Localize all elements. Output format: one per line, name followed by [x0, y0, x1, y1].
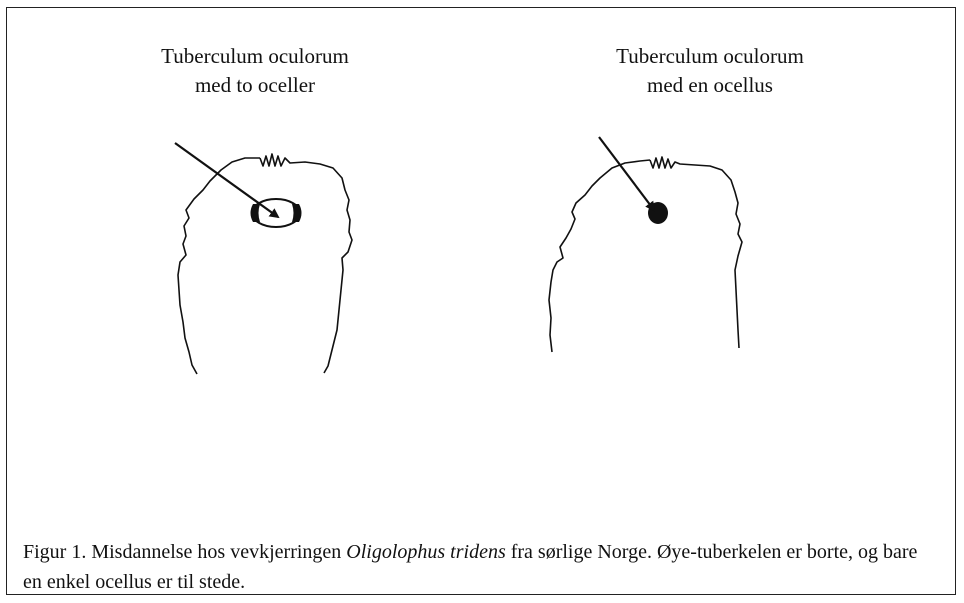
right-specimen-outline [549, 157, 742, 352]
left-specimen-outline [178, 154, 352, 374]
caption-species: Oligolophus tridens [346, 541, 505, 563]
right-arrow [599, 137, 654, 210]
right-ocellus [292, 204, 302, 222]
left-ocellus [251, 204, 261, 222]
left-arrow [175, 143, 278, 217]
caption-prefix: Figur 1. Misdannelse hos vevkjerringen [23, 541, 346, 563]
figure-caption: Figur 1. Misdannelse hos vevkjerringen O… [23, 537, 933, 597]
